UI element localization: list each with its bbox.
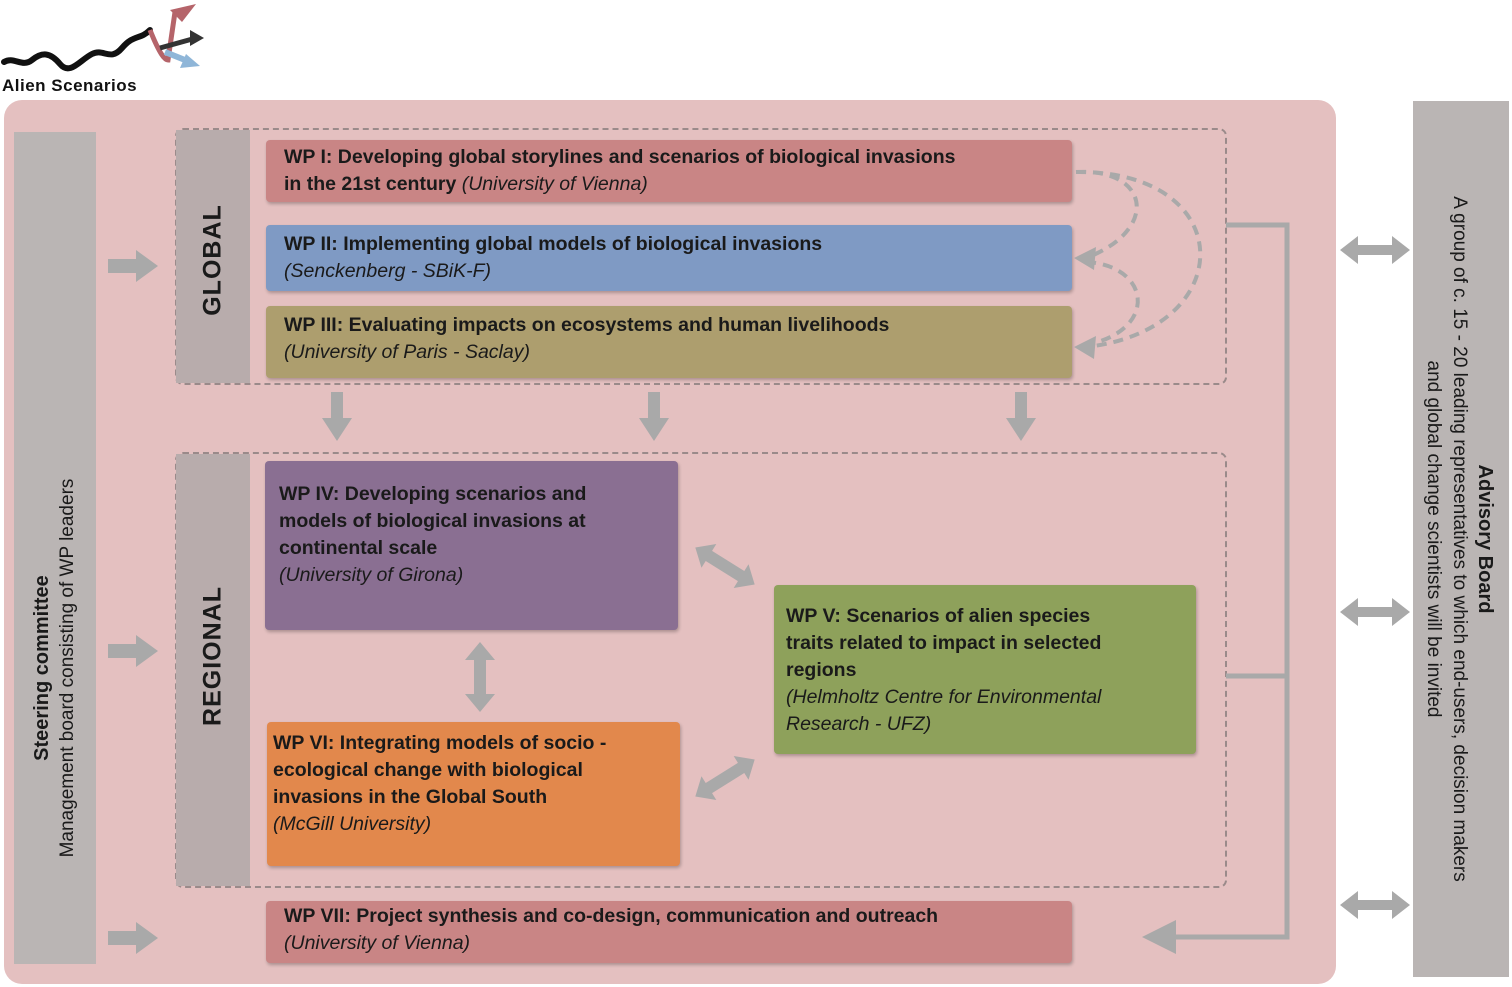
wp4-box: WP IV: Developing scenarios and models o…	[265, 461, 678, 630]
wp1-box: WP I: Developing global storylines and s…	[266, 140, 1072, 202]
advisory-line-1: A group of c. 15 - 20 leading representa…	[1449, 196, 1470, 882]
logo-graphic	[1, 4, 204, 72]
wp3-title: WP III: Evaluating impacts on ecosystems…	[284, 314, 890, 336]
wp1-title-line1: WP I: Developing global storylines and s…	[284, 146, 956, 168]
steering-committee-bar: Steering committee Management board cons…	[14, 132, 96, 964]
wp5-title-line: traits related to impact in selected	[786, 632, 1102, 654]
wp1-institution: (University of Vienna)	[461, 173, 648, 195]
wp6-title-line: ecological change with biological	[273, 759, 583, 781]
wp3-box: WP III: Evaluating impacts on ecosystems…	[266, 306, 1072, 378]
wp4-title-line: models of biological invasions at	[279, 510, 586, 532]
advisory-line-2: and global change scientists will be inv…	[1423, 360, 1444, 718]
regional-label: REGIONAL	[198, 586, 227, 726]
wp5-title-line: WP V: Scenarios of alien species	[786, 605, 1091, 627]
wp6-box: WP VI: Integrating models of socio - eco…	[267, 722, 680, 866]
steering-title: Steering committee	[31, 575, 53, 761]
wp2-title: WP II: Implementing global models of bio…	[284, 233, 823, 255]
regional-tab: REGIONAL	[176, 454, 250, 886]
steering-subtitle: Management board consisting of WP leader…	[57, 478, 78, 858]
wp5-institution-line: Research - UFZ)	[786, 713, 932, 735]
double-arrow-icon	[1340, 891, 1410, 919]
wp2-box: WP II: Implementing global models of bio…	[266, 225, 1072, 291]
advisory-label-group: Advisory Board A group of c. 15 - 20 lea…	[1420, 196, 1498, 881]
wp1-title-line2: in the 21st century	[284, 173, 457, 195]
double-arrow-icon	[1340, 236, 1410, 264]
wp2-institution: (Senckenberg - SBiK-F)	[284, 260, 491, 282]
steering-label-group: Steering committee Management board cons…	[29, 479, 81, 858]
wp5-title-line: regions	[786, 659, 857, 681]
global-tab: GLOBAL	[176, 130, 250, 383]
wp4-institution: (University of Girona)	[279, 564, 464, 586]
advisory-board-bar: Advisory Board A group of c. 15 - 20 lea…	[1413, 101, 1509, 977]
global-label: GLOBAL	[198, 204, 227, 316]
wp4-title-line: WP IV: Developing scenarios and	[279, 483, 587, 505]
wp6-title-line: invasions in the Global South	[273, 786, 548, 808]
advisory-title: Advisory Board	[1474, 464, 1496, 614]
wp6-institution: (McGill University)	[273, 813, 432, 835]
wp7-box: WP VII: Project synthesis and co-design,…	[266, 901, 1072, 963]
wp7-title: WP VII: Project synthesis and co-design,…	[284, 905, 939, 927]
wp6-title-line: WP VI: Integrating models of socio -	[273, 732, 607, 754]
wp7-institution: (University of Vienna)	[284, 932, 471, 954]
double-arrow-icon	[1340, 598, 1410, 626]
wp5-box: WP V: Scenarios of alien species traits …	[774, 585, 1196, 754]
wp5-institution-line: (Helmholtz Centre for Environmental	[786, 686, 1102, 708]
logo-text: Alien Scenarios	[2, 76, 138, 95]
wp3-institution: (University of Paris - Saclay)	[284, 341, 530, 363]
wp4-title-line: continental scale	[279, 537, 438, 559]
